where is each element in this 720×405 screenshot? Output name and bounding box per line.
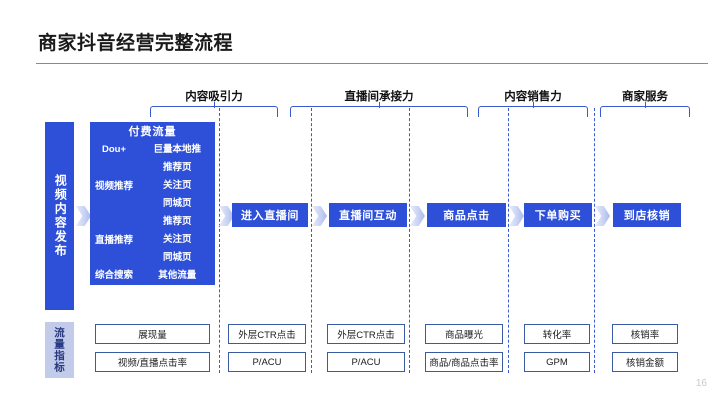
arrow-icon-4 xyxy=(509,206,524,226)
traffic-cell-live-follow[interactable]: 关注页 xyxy=(139,232,215,250)
metric-secondary-2: P/ACU xyxy=(327,352,405,372)
column-divider-0 xyxy=(219,108,220,373)
column-divider-3 xyxy=(508,108,509,373)
traffic-row-other: 综合搜索 其他流量 xyxy=(90,268,215,285)
traffic-group-label-video[interactable]: 视频推荐 xyxy=(90,159,138,213)
metric-secondary-4: GPM xyxy=(524,352,590,372)
section-bracket-2 xyxy=(478,102,588,117)
traffic-group-label-live[interactable]: 直播推荐 xyxy=(90,214,138,268)
metric-secondary-1: P/ACU xyxy=(228,352,306,372)
traffic-row-paid-channels: Dou+ 巨量本地推 xyxy=(90,143,215,159)
traffic-cell-paid[interactable]: 付费流量 xyxy=(90,122,215,142)
flow-step-place-order[interactable]: 下单购买 xyxy=(524,203,592,227)
sidebar-metric-header: 流量指标 xyxy=(45,322,74,378)
sidebar-stage-video-publish[interactable]: 视频内容发布 xyxy=(45,122,74,310)
column-divider-4 xyxy=(594,108,595,373)
traffic-cell-video-follow[interactable]: 关注页 xyxy=(139,177,215,195)
title-divider xyxy=(36,63,708,64)
metric-primary-5: 核销率 xyxy=(612,324,678,344)
flow-step-product-click[interactable]: 商品点击 xyxy=(427,203,506,227)
page-title: 商家抖音经营完整流程 xyxy=(38,33,234,54)
arrow-icon-5 xyxy=(595,206,610,226)
flow-step-store-redeem[interactable]: 到店核销 xyxy=(613,203,681,227)
metric-primary-2: 外层CTR点击 xyxy=(327,324,405,344)
metric-primary-0: 展现量 xyxy=(95,324,210,344)
traffic-cell-other-traffic[interactable]: 其他流量 xyxy=(139,268,215,285)
section-label-0: 内容吸引力 xyxy=(185,91,243,103)
flow-step-live-interaction[interactable]: 直播间互动 xyxy=(329,203,407,227)
arrow-icon-3 xyxy=(410,206,425,226)
traffic-cell-local-push[interactable]: 巨量本地推 xyxy=(139,143,215,159)
column-divider-1 xyxy=(311,108,312,373)
metric-secondary-5: 核销金额 xyxy=(612,352,678,372)
traffic-cell-live-nearby[interactable]: 同城页 xyxy=(139,250,215,268)
traffic-cell-douplus[interactable]: Dou+ xyxy=(90,143,138,159)
metric-secondary-3: 商品/商品点击率 xyxy=(425,352,503,372)
sidebar-stage-label: 视频内容发布 xyxy=(53,174,68,258)
section-label-1: 直播间承接力 xyxy=(344,91,414,103)
traffic-group-video-recommend: 视频推荐 推荐页 关注页 同城页 xyxy=(90,159,215,213)
flow-step-enter-live[interactable]: 进入直播间 xyxy=(232,203,308,227)
metric-primary-1: 外层CTR点击 xyxy=(228,324,306,344)
page-number: 16 xyxy=(695,378,707,389)
arrow-icon-1 xyxy=(219,206,234,226)
section-label-2: 内容销售力 xyxy=(504,91,562,103)
arrow-icon-0 xyxy=(76,206,91,226)
column-divider-2 xyxy=(409,108,410,373)
traffic-cell-video-nearby[interactable]: 同城页 xyxy=(139,196,215,213)
traffic-cell-video-feed[interactable]: 推荐页 xyxy=(139,159,215,177)
traffic-source-grid: 付费流量 Dou+ 巨量本地推 视频推荐 推荐页 关注页 同城页 直播推荐 推荐… xyxy=(90,122,215,285)
section-bracket-3 xyxy=(600,102,690,117)
metric-primary-4: 转化率 xyxy=(524,324,590,344)
section-label-3: 商家服务 xyxy=(622,91,668,103)
traffic-group-live-recommend: 直播推荐 推荐页 关注页 同城页 xyxy=(90,214,215,268)
section-bracket-0 xyxy=(150,102,278,117)
metric-secondary-0: 视频/直播点击率 xyxy=(95,352,210,372)
traffic-cell-live-feed[interactable]: 推荐页 xyxy=(139,214,215,231)
metric-primary-3: 商品曝光 xyxy=(425,324,503,344)
arrow-icon-2 xyxy=(312,206,327,226)
sidebar-metric-label: 流量指标 xyxy=(53,327,65,373)
section-bracket-1 xyxy=(290,102,468,117)
traffic-cell-search[interactable]: 综合搜索 xyxy=(90,268,138,285)
traffic-row-paid: 付费流量 xyxy=(90,122,215,142)
